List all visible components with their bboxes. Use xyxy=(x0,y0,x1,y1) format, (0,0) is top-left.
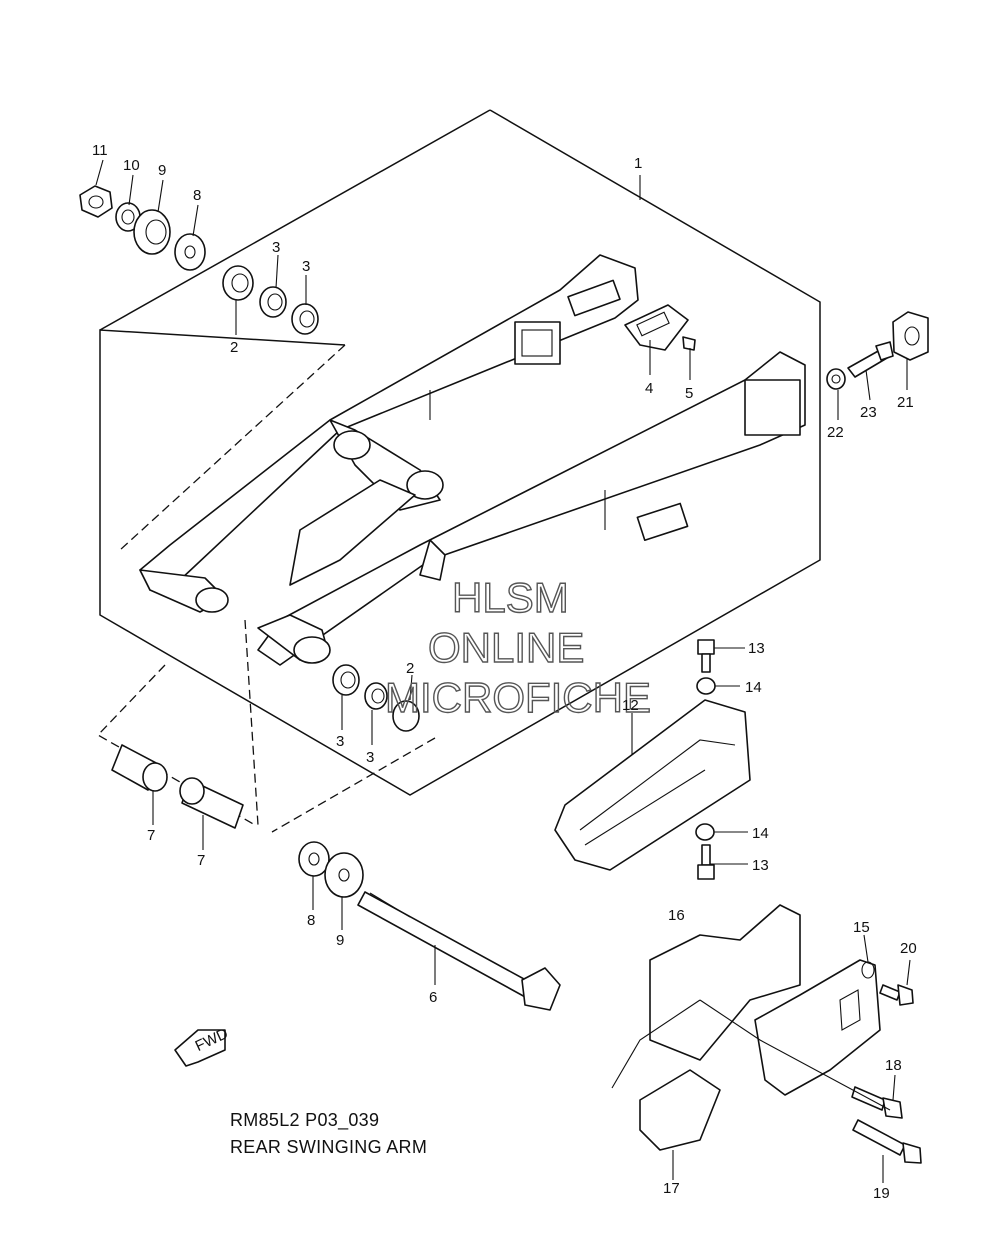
nut-22 xyxy=(826,368,846,390)
bolt-13-upper xyxy=(697,639,715,673)
callout-23: 23 xyxy=(860,404,877,421)
chain-guide-15 xyxy=(754,959,881,1096)
callout-7: 7 xyxy=(197,852,205,869)
callout-3: 3 xyxy=(366,749,374,766)
washer-8-upper xyxy=(174,233,206,271)
chain-slider-12 xyxy=(554,699,751,871)
collar-14-upper xyxy=(696,677,716,695)
bushing-7-b xyxy=(179,777,244,829)
callout-12: 12 xyxy=(622,697,639,714)
bearing-3-lower-b xyxy=(364,682,388,710)
bolt-23 xyxy=(847,341,894,378)
callout-2: 2 xyxy=(230,339,238,356)
bushing-7-a xyxy=(111,744,168,792)
callout-1: 1 xyxy=(634,155,642,172)
pivot-axis-line-upper xyxy=(119,344,346,551)
callout-9: 9 xyxy=(336,932,344,949)
assembly-frame-left xyxy=(99,109,491,331)
svg-text:MICROFICHE: MICROFICHE xyxy=(385,674,651,721)
callout-3: 3 xyxy=(336,733,344,750)
pivot-bolt-6 xyxy=(357,891,561,1011)
leader-lines xyxy=(95,159,911,1183)
callout-5: 5 xyxy=(685,385,693,402)
callout-7: 7 xyxy=(147,827,155,844)
screw-5 xyxy=(682,336,696,351)
callout-labels: 1 11 10 9 8 2 3 3 4 5 22 23 21 3 3 2 7 7… xyxy=(92,142,917,1202)
seal-9-lower xyxy=(324,852,364,898)
callout-19: 19 xyxy=(873,1185,890,1202)
callout-11: 11 xyxy=(92,142,108,159)
callout-3: 3 xyxy=(272,239,280,256)
nut-11 xyxy=(79,185,113,218)
spacer-2-upper xyxy=(222,265,254,301)
callout-15: 15 xyxy=(853,919,870,936)
callout-14: 14 xyxy=(752,825,769,842)
forward-arrow-icon: FWD xyxy=(174,1025,231,1067)
callout-14: 14 xyxy=(745,679,762,696)
callout-17: 17 xyxy=(663,1180,680,1197)
diagram-code: RM85L2 P03_039 xyxy=(230,1110,380,1130)
diagram-title: REAR SWINGING ARM xyxy=(230,1137,428,1157)
callout-21: 21 xyxy=(897,394,914,411)
spacer-2-lower xyxy=(392,700,420,732)
callout-8: 8 xyxy=(193,187,201,204)
bolt-19 xyxy=(852,1119,922,1164)
svg-text:ONLINE: ONLINE xyxy=(428,624,584,671)
callout-13: 13 xyxy=(752,857,769,874)
chain-adjuster-21 xyxy=(892,311,929,361)
svg-text:HLSM: HLSM xyxy=(452,574,569,621)
callout-20: 20 xyxy=(900,940,917,957)
bearing-3-lower-a xyxy=(332,664,360,696)
callout-9: 9 xyxy=(158,162,166,179)
pivot-axis-line-bolt xyxy=(271,737,436,833)
washer-8-lower xyxy=(298,841,330,877)
seal-9-upper xyxy=(133,209,171,255)
swing-arm xyxy=(139,254,806,666)
chain-guide-bracket-16 xyxy=(639,904,801,1151)
collar-14-lower xyxy=(695,823,715,841)
callout-8: 8 xyxy=(307,912,315,929)
bolt-20 xyxy=(879,984,914,1006)
callout-22: 22 xyxy=(827,424,844,441)
chain-guide-plate-4 xyxy=(624,304,689,351)
callout-10: 10 xyxy=(123,157,140,174)
callout-16: 16 xyxy=(668,907,685,924)
watermark: HLSM ONLINE MICROFICHE xyxy=(384,573,651,721)
callout-2: 2 xyxy=(406,660,414,677)
bolt-18 xyxy=(851,1086,903,1119)
callout-6: 6 xyxy=(429,989,437,1006)
callout-4: 4 xyxy=(645,380,653,397)
bearing-3-upper-a xyxy=(259,286,287,318)
pivot-axis-line-right xyxy=(244,619,259,826)
bolt-13-lower xyxy=(697,844,715,880)
callout-13: 13 xyxy=(748,640,765,657)
bearing-3-upper-b xyxy=(291,303,319,335)
callout-18: 18 xyxy=(885,1057,902,1074)
callout-3: 3 xyxy=(302,258,310,275)
